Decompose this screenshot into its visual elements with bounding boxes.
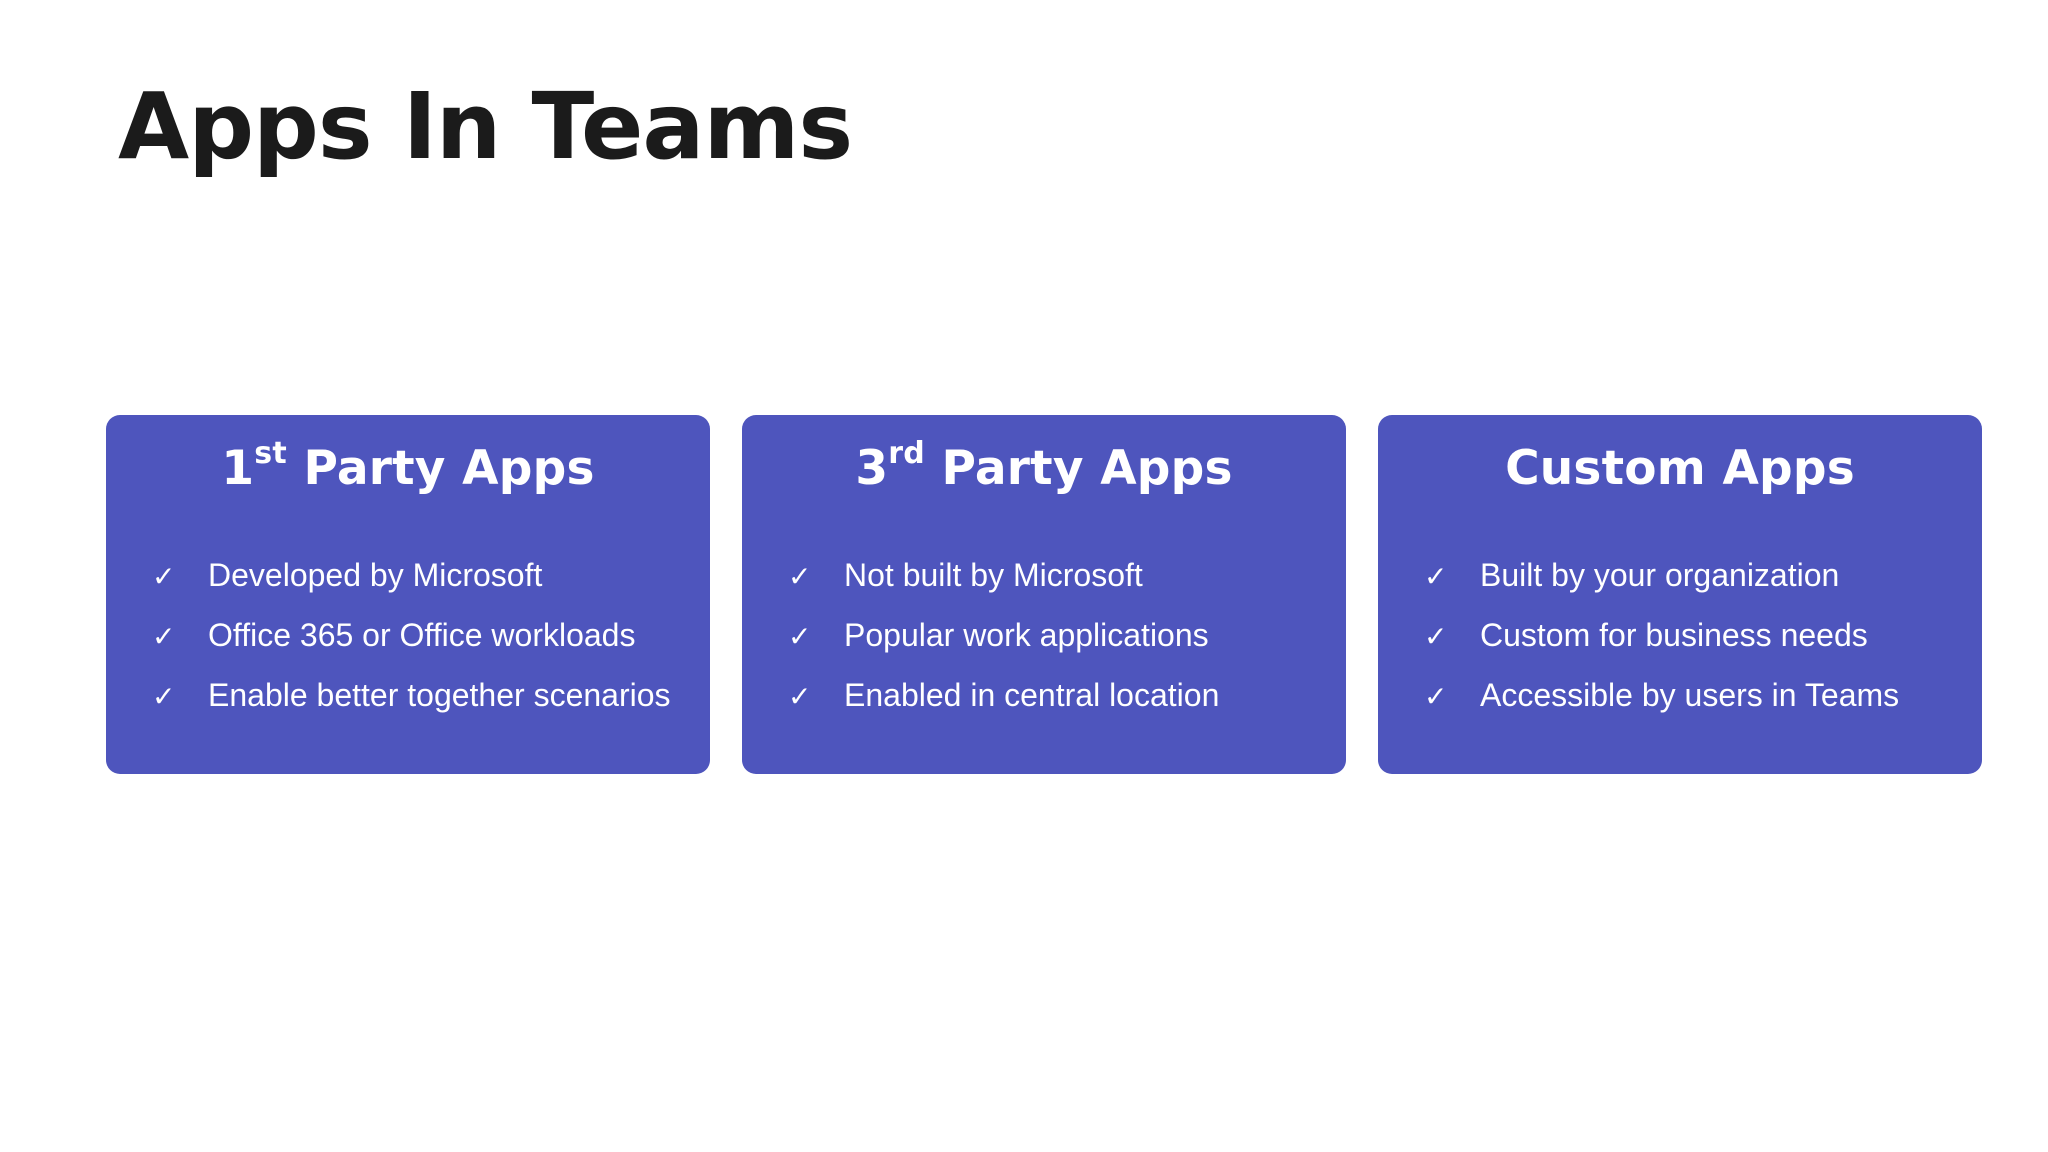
list-item-text: Custom for business needs: [1480, 617, 1868, 653]
card-title-prefix: 3: [855, 441, 889, 496]
list-item: ✓ Enabled in central location: [788, 665, 1219, 725]
check-icon: ✓: [788, 560, 812, 593]
list-item-text: Enabled in central location: [844, 677, 1220, 713]
list-item: ✓ Built by your organization: [1424, 545, 1899, 605]
card-first-party-apps: 1st Party Apps ✓ Developed by Microsoft ✓…: [106, 415, 710, 774]
card-title: 3rd Party Apps: [742, 439, 1346, 499]
list-item: ✓ Office 365 or Office workloads: [152, 605, 671, 665]
card-third-party-apps: 3rd Party Apps ✓ Not built by Microsoft ✓…: [742, 415, 1346, 774]
card-title-superscript: rd: [888, 436, 925, 472]
card-bullet-list: ✓ Not built by Microsoft ✓ Popular work ap…: [788, 545, 1219, 725]
check-icon: ✓: [1424, 680, 1448, 713]
check-icon: ✓: [152, 560, 176, 593]
list-item: ✓ Popular work applications: [788, 605, 1219, 665]
list-item: ✓ Accessible by users in Teams: [1424, 665, 1899, 725]
cards-row: 1st Party Apps ✓ Developed by Microsoft ✓…: [106, 415, 1982, 774]
list-item: ✓ Developed by Microsoft: [152, 545, 671, 605]
check-icon: ✓: [788, 620, 812, 653]
card-title-rest: Party Apps: [924, 441, 1233, 496]
list-item-text: Developed by Microsoft: [208, 557, 543, 593]
list-item-text: Office 365 or Office workloads: [208, 617, 636, 653]
check-icon: ✓: [1424, 560, 1448, 593]
list-item: ✓ Enable better together scenarios: [152, 665, 671, 725]
card-custom-apps: Custom Apps ✓ Built by your organization …: [1378, 415, 1982, 774]
list-item: ✓ Custom for business needs: [1424, 605, 1899, 665]
slide-title: Apps In Teams: [118, 73, 853, 180]
card-bullet-list: ✓ Built by your organization ✓ Custom for …: [1424, 545, 1899, 725]
check-icon: ✓: [152, 680, 176, 713]
card-title: 1st Party Apps: [106, 439, 710, 499]
list-item-text: Accessible by users in Teams: [1480, 677, 1900, 713]
card-title-prefix: Custom Apps: [1505, 441, 1855, 496]
card-bullet-list: ✓ Developed by Microsoft ✓ Office 365 or O…: [152, 545, 671, 725]
list-item-text: Enable better together scenarios: [208, 677, 671, 713]
list-item-text: Not built by Microsoft: [844, 557, 1143, 593]
card-title: Custom Apps: [1378, 439, 1982, 499]
list-item: ✓ Not built by Microsoft: [788, 545, 1219, 605]
card-title-prefix: 1: [221, 441, 255, 496]
list-item-text: Popular work applications: [844, 617, 1209, 653]
check-icon: ✓: [152, 620, 176, 653]
check-icon: ✓: [1424, 620, 1448, 653]
check-icon: ✓: [788, 680, 812, 713]
list-item-text: Built by your organization: [1480, 557, 1840, 593]
card-title-rest: Party Apps: [286, 441, 595, 496]
card-title-superscript: st: [254, 436, 287, 472]
